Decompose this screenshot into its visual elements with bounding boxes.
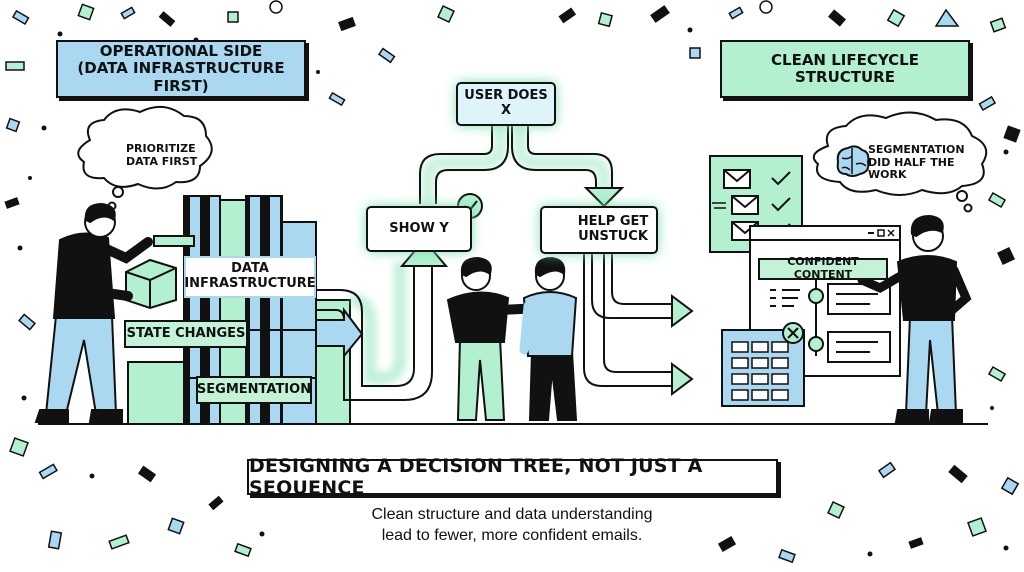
footer-caption: Clean structure and data understanding l… xyxy=(371,506,653,544)
panel-operational-side: OPERATIONAL SIDE (DATA INFRASTRUCTURE FI… xyxy=(56,40,306,98)
close-icon xyxy=(782,322,804,344)
thought-prioritize-data: PRIORITIZE DATA FIRST xyxy=(126,142,198,168)
label-segmentation: SEGMENTATION xyxy=(196,376,312,404)
decision-tree-connectors xyxy=(419,126,694,396)
node-user-does-x: USER DOES X xyxy=(456,82,556,126)
confetti-decoration xyxy=(4,3,1021,564)
person-user xyxy=(519,256,578,421)
person-guide xyxy=(446,256,545,421)
brain-icon xyxy=(836,145,870,177)
label-data-infrastructure: DATA INFRASTRUCTURE xyxy=(184,256,316,298)
panel-clean-lifecycle: CLEAN LIFECYCLE STRUCTURE xyxy=(720,40,970,98)
thought-segmentation: SEGMENTATION DID HALF THE WORK xyxy=(868,143,965,182)
person-builder xyxy=(34,202,153,423)
flow-pipe xyxy=(315,238,449,401)
person-presenter xyxy=(857,214,972,423)
node-help-get-unstuck: HELP GET UNSTUCK xyxy=(540,206,658,254)
label-state-changes: STATE CHANGES xyxy=(124,320,248,348)
node-show-y: SHOW Y xyxy=(366,206,472,252)
footer-title: DESIGNING A DECISION TREE, NOT JUST A SE… xyxy=(247,455,778,499)
label-confident-content: CONFIDENT CONTENT xyxy=(758,256,888,281)
